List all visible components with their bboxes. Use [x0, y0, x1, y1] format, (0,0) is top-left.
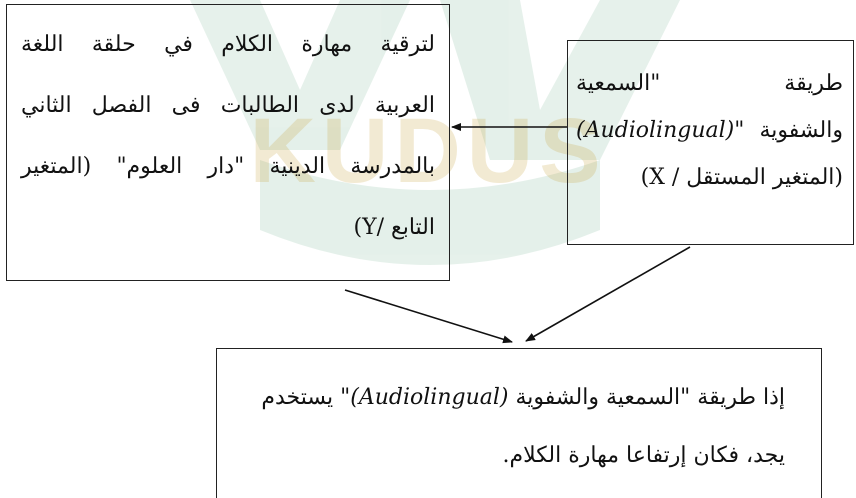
- arrow-dependent-to-hypothesis: [344, 289, 513, 344]
- hypothesis-line-1-end: " يستخدم: [261, 385, 351, 410]
- independent-variable-box: طريقة "السمعية والشفوية (Audiolingual)" …: [567, 40, 854, 245]
- hypothesis-line-1-start: إذا طريقة "السمعية والشفوية: [508, 385, 785, 410]
- hypothesis-line-1: إذا طريقة "السمعية والشفوية (Audiolingua…: [217, 371, 785, 429]
- hypothesis-line-1-latin: (Audiolingual): [350, 385, 509, 410]
- dependent-line-4: التابع /Y): [353, 215, 435, 240]
- independent-line-2-arabic: والشفوية: [744, 118, 844, 143]
- independent-line-1: طريقة "السمعية: [576, 71, 843, 96]
- dependent-variable-box: لترقية مهارة الكلام في حلقة اللغة العربي…: [6, 4, 450, 281]
- dependent-line-1: لترقية مهارة الكلام في حلقة اللغة: [21, 32, 435, 57]
- dependent-line-2: العربية لدى الطالبات فى الفصل الثاني: [21, 93, 435, 118]
- independent-line-3: (المتغير المستقل / X): [640, 165, 843, 190]
- hypothesis-line-2: يجد، فكان إرتفاعا مهارة الكلام.: [502, 443, 785, 468]
- arrow-independent-to-hypothesis: [525, 246, 691, 342]
- independent-line-2-latin: (Audiolingual)": [576, 118, 745, 143]
- independent-line-2: والشفوية (Audiolingual)": [576, 108, 843, 155]
- hypothesis-box: إذا طريقة "السمعية والشفوية (Audiolingua…: [216, 348, 822, 498]
- dependent-line-3: بالمدرسة الدينية "دار العلوم" (المتغير: [21, 154, 435, 179]
